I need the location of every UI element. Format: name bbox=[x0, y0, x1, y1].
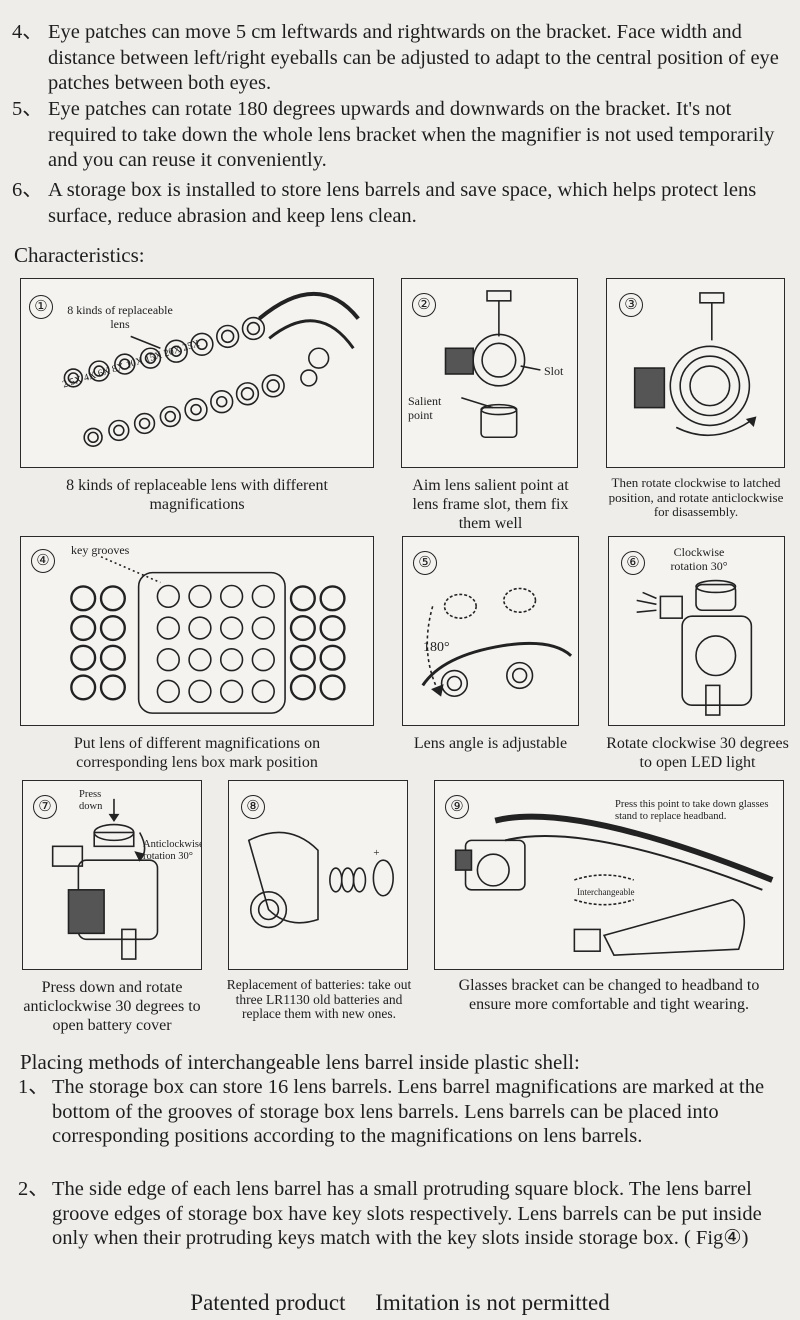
figure-1-panel: ① 8 kinds of replaceable lens 2.5X 4X 6X… bbox=[20, 278, 374, 468]
figure-badge: ⑤ bbox=[413, 551, 437, 575]
item-number: 2、 bbox=[18, 1178, 49, 1200]
label-anticlockwise: Anticlockwise rotation 30° bbox=[143, 839, 202, 862]
figure-3-panel: ③ bbox=[606, 278, 785, 468]
figure-3-caption: Then rotate clockwise to latched positio… bbox=[608, 475, 784, 519]
label-angle: 180° bbox=[423, 640, 450, 655]
svg-text:+: + bbox=[373, 847, 379, 859]
label-press-down: Press down bbox=[79, 789, 103, 812]
figure-8-panel: + ⑧ bbox=[228, 780, 408, 970]
lens-rotate-illustration bbox=[633, 292, 757, 437]
lens-angle-illustration bbox=[421, 587, 573, 698]
storage-box-illustration bbox=[70, 556, 346, 714]
item-number: 5、 bbox=[12, 98, 43, 120]
label-lens-kinds: 8 kinds of replaceable lens bbox=[67, 303, 173, 331]
item-number: 6、 bbox=[12, 179, 43, 201]
item-number: 4、 bbox=[12, 21, 43, 43]
item-number: 1、 bbox=[18, 1076, 49, 1098]
intro-item-6: 6、 A storage box is installed to store l… bbox=[12, 178, 792, 229]
figure-badge: ⑦ bbox=[33, 795, 57, 819]
label-slot: Slot bbox=[544, 364, 564, 378]
label-key-grooves: key grooves bbox=[71, 543, 130, 557]
footer-patented: Patented product bbox=[190, 1290, 346, 1315]
item-text: Eye patches can rotate 180 degrees upwar… bbox=[48, 98, 775, 171]
figure-badge: ② bbox=[412, 293, 436, 317]
figure-7-caption: Press down and rotate anticlockwise 30 d… bbox=[23, 979, 201, 1034]
label-clockwise: Clockwise rotation 30° bbox=[670, 545, 728, 573]
figure-1-caption: 8 kinds of replaceable lens with differe… bbox=[66, 477, 328, 513]
item-text: The side edge of each lens barrel has a … bbox=[52, 1178, 762, 1249]
figure-4-panel: ④ key grooves bbox=[20, 536, 374, 726]
headband-swap-illustration bbox=[454, 813, 774, 956]
figure-badge: ⑧ bbox=[241, 795, 265, 819]
figure-9-panel: ⑨ Press this point to take down glasses … bbox=[434, 780, 784, 970]
label-interchangeable: Interchangeable bbox=[577, 887, 635, 897]
intro-item-5: 5、 Eye patches can rotate 180 degrees up… bbox=[12, 97, 792, 174]
figure-4-caption: Put lens of different magnifications on … bbox=[73, 735, 321, 771]
figure-5-caption: Lens angle is adjustable bbox=[413, 735, 568, 752]
figure-badge: ⑨ bbox=[445, 795, 469, 819]
placing-item-2: 2、 The side edge of each lens barrel has… bbox=[18, 1177, 792, 1251]
label-salient-point: Salient point bbox=[408, 394, 442, 422]
footer: Patented product Imitation is not permit… bbox=[0, 1290, 800, 1316]
figure-8-caption: Replacement of batteries: take out three… bbox=[226, 977, 412, 1021]
figure-badge: ③ bbox=[619, 293, 643, 317]
lens-set-illustration bbox=[63, 291, 360, 448]
figure-2-panel: ② Slot Salient point bbox=[401, 278, 578, 468]
led-light-illustration bbox=[636, 579, 753, 716]
figure-2-caption: Aim lens salient point at lens frame slo… bbox=[412, 477, 569, 532]
placing-heading: Placing methods of interchangeable lens … bbox=[20, 1050, 580, 1074]
characteristics-heading: Characteristics: bbox=[14, 243, 145, 267]
battery-cover-illustration bbox=[51, 798, 159, 960]
item-text: A storage box is installed to store lens… bbox=[48, 179, 757, 227]
footer-imitation: Imitation is not permitted bbox=[375, 1290, 610, 1315]
figure-5-panel: ⑤ 180° bbox=[402, 536, 579, 726]
figure-7-panel: ⑦ Press down Anticlockwise rotation 30° bbox=[22, 780, 202, 970]
figure-badge: ⑥ bbox=[621, 551, 645, 575]
figure-9-caption: Glasses bracket can be changed to headba… bbox=[458, 977, 760, 1013]
lens-frame-illustration bbox=[444, 290, 541, 439]
placing-item-1: 1、 The storage box can store 16 lens bar… bbox=[18, 1075, 792, 1149]
figure-6-panel: ⑥ Clockwise rotation 30° bbox=[608, 536, 785, 726]
figure-6-caption: Rotate clockwise 30 degrees to open LED … bbox=[606, 735, 789, 771]
item-text: The storage box can store 16 lens barrel… bbox=[52, 1076, 765, 1147]
battery-replace-illustration: + bbox=[247, 831, 394, 929]
figure-badge: ① bbox=[29, 295, 53, 319]
figure-badge: ④ bbox=[31, 549, 55, 573]
item-text: Eye patches can move 5 cm leftwards and … bbox=[48, 21, 779, 94]
intro-item-4: 4、 Eye patches can move 5 cm leftwards a… bbox=[12, 20, 792, 97]
label-press-point: Press this point to take down glasses st… bbox=[615, 799, 769, 822]
